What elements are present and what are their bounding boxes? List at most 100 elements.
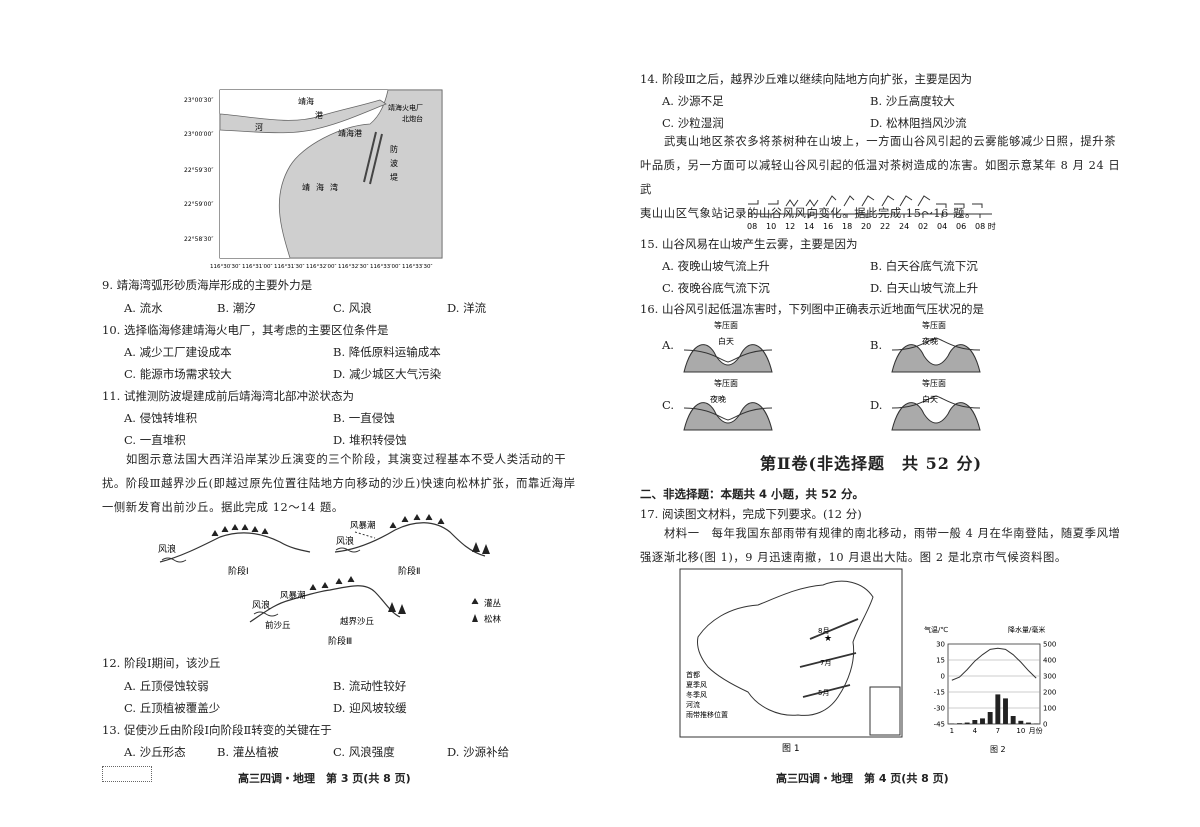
svg-text:松林: 松林 bbox=[484, 614, 502, 625]
q9-option-d[interactable]: D. 洋流 bbox=[447, 301, 487, 315]
right-tick-label: 0 bbox=[1043, 721, 1047, 729]
svg-text:图 1: 图 1 bbox=[782, 743, 800, 753]
svg-text:22: 22 bbox=[880, 222, 890, 231]
svg-text:防: 防 bbox=[390, 144, 398, 154]
svg-text:116°33′30″: 116°33′30″ bbox=[402, 264, 433, 270]
svg-text:22°59′30″: 22°59′30″ bbox=[184, 167, 214, 174]
svg-text:23°00′00″: 23°00′00″ bbox=[184, 131, 214, 138]
q14-option-c[interactable]: C. 沙粒湿润 bbox=[662, 116, 724, 130]
svg-text:靖: 靖 bbox=[302, 182, 310, 192]
q10-option-c[interactable]: C. 能源市场需求较大 bbox=[124, 367, 232, 381]
precip-bar bbox=[964, 722, 970, 724]
q16-option-b[interactable]: B. 等压面 夜晚 bbox=[870, 320, 990, 376]
svg-text:23°00′30″: 23°00′30″ bbox=[184, 97, 214, 104]
question-11: 11. 试推测防波堤建成前后靖海湾北部冲淤状态为 bbox=[102, 389, 354, 403]
q13-option-c[interactable]: C. 风浪强度 bbox=[333, 745, 395, 759]
q12-option-c[interactable]: C. 丘顶植被覆盖少 bbox=[124, 701, 221, 715]
section-ii-title: 第Ⅱ卷(非选择题 共 52 分) bbox=[760, 454, 983, 473]
left-tick-label: 0 bbox=[941, 673, 945, 681]
q14-option-a[interactable]: A. 沙源不足 bbox=[662, 94, 724, 108]
right-tick-label: 200 bbox=[1043, 689, 1056, 697]
q11-option-d[interactable]: D. 堆积转侵蚀 bbox=[333, 433, 407, 447]
svg-text:22°58′30″: 22°58′30″ bbox=[184, 236, 214, 243]
q13-option-b[interactable]: B. 灌丛植被 bbox=[217, 745, 279, 759]
material-12-14: 如图示意法国大西洋沿岸某沙丘演变的三个阶段，其演变过程基本不受人类活动的干 扰。… bbox=[102, 453, 576, 514]
svg-text:12: 12 bbox=[785, 222, 795, 231]
svg-text:白天: 白天 bbox=[718, 336, 734, 346]
svg-text:116°31′00″: 116°31′00″ bbox=[242, 264, 273, 270]
svg-text:河流: 河流 bbox=[686, 700, 700, 709]
svg-text:白天: 白天 bbox=[922, 394, 938, 404]
section-ii-subtitle: 二、非选择题：本题共 4 小题，共 52 分。 bbox=[640, 487, 865, 501]
svg-text:前沙丘: 前沙丘 bbox=[265, 620, 291, 631]
q15-option-a[interactable]: A. 夜晚山坡气流上升 bbox=[662, 259, 770, 273]
svg-text:14: 14 bbox=[804, 222, 814, 231]
wind-direction-chart: 08 10 12 14 16 18 20 22 24 02 04 06 08 时 bbox=[740, 192, 1000, 234]
svg-text:★: ★ bbox=[824, 634, 832, 644]
chart-ylabel-left: 气温/℃ bbox=[924, 625, 948, 634]
svg-text:5月: 5月 bbox=[818, 689, 829, 697]
chart-frame bbox=[947, 643, 1041, 725]
q11-option-c[interactable]: C. 一直堆积 bbox=[124, 433, 186, 447]
q13-option-a[interactable]: A. 沙丘形态 bbox=[124, 745, 186, 759]
precip-bar bbox=[972, 720, 978, 724]
q10-option-d[interactable]: D. 减少城区大气污染 bbox=[333, 367, 442, 381]
q10-option-b[interactable]: B. 降低原料运输成本 bbox=[333, 345, 441, 359]
x-tick-label: 7 bbox=[996, 727, 1000, 735]
svg-text:阶段Ⅰ: 阶段Ⅰ bbox=[228, 565, 249, 577]
svg-text:16: 16 bbox=[823, 222, 833, 231]
q11-option-a[interactable]: A. 侵蚀转堆积 bbox=[124, 411, 198, 425]
svg-text:116°32′00″: 116°32′00″ bbox=[306, 264, 337, 270]
temperature-line bbox=[951, 647, 1037, 681]
map-label: 靖海 bbox=[298, 96, 314, 106]
svg-text:等压面: 等压面 bbox=[922, 378, 946, 388]
svg-text:首都: 首都 bbox=[686, 670, 700, 679]
x-tick-label: 4 bbox=[973, 727, 978, 735]
svg-text:越界沙丘: 越界沙丘 bbox=[340, 616, 375, 627]
q12-option-d[interactable]: D. 迎风坡较缓 bbox=[333, 701, 407, 715]
svg-text:阶段Ⅱ: 阶段Ⅱ bbox=[398, 565, 420, 577]
q11-option-b[interactable]: B. 一直侵蚀 bbox=[333, 411, 395, 425]
svg-text:北炮台: 北炮台 bbox=[402, 114, 423, 123]
q10-option-a[interactable]: A. 减少工厂建设成本 bbox=[124, 345, 232, 359]
svg-text:等压面: 等压面 bbox=[714, 320, 738, 330]
q16-option-d[interactable]: D. 等压面 白天 bbox=[870, 378, 990, 434]
x-tick-label: 1 bbox=[950, 727, 954, 735]
left-tick-label: -15 bbox=[934, 689, 945, 697]
chart-caption: 图 2 bbox=[990, 745, 1006, 754]
precip-bar bbox=[1018, 720, 1024, 724]
score-box bbox=[102, 766, 152, 782]
q14-option-b[interactable]: B. 沙丘高度较大 bbox=[870, 94, 955, 108]
q9-option-a[interactable]: A. 流水 bbox=[124, 301, 163, 315]
q15-option-c[interactable]: C. 夜晚谷底气流下沉 bbox=[662, 281, 770, 295]
precip-bar bbox=[957, 723, 962, 724]
q12-option-b[interactable]: B. 流动性较好 bbox=[333, 679, 407, 693]
svg-text:116°33′00″: 116°33′00″ bbox=[370, 264, 401, 270]
question-17: 17. 阅读图文材料，完成下列要求。(12 分) bbox=[640, 507, 862, 521]
svg-text:波: 波 bbox=[390, 158, 398, 168]
question-13: 13. 促使沙丘由阶段Ⅰ向阶段Ⅱ转变的关键在于 bbox=[102, 723, 332, 737]
q16-option-a[interactable]: A. 等压面 白天 bbox=[662, 320, 782, 376]
svg-text:风暴潮: 风暴潮 bbox=[350, 520, 376, 531]
q15-option-b[interactable]: B. 白天谷底气流下沉 bbox=[870, 259, 978, 273]
chart-ylabel-right: 降水量/毫米 bbox=[1008, 625, 1045, 634]
left-tick-label: -30 bbox=[934, 705, 945, 713]
svg-text:等压面: 等压面 bbox=[922, 320, 946, 330]
svg-text:08: 08 bbox=[747, 222, 757, 231]
q9-option-b[interactable]: B. 潮汐 bbox=[217, 301, 256, 315]
svg-text:风暴潮: 风暴潮 bbox=[280, 590, 306, 601]
left-tick-label: 15 bbox=[936, 657, 945, 665]
question-14: 14. 阶段Ⅲ之后，越界沙丘难以继续向陆地方向扩张，主要是因为 bbox=[640, 72, 973, 86]
q13-option-d[interactable]: D. 沙源补给 bbox=[447, 745, 510, 759]
q14-option-d[interactable]: D. 松林阻挡风沙流 bbox=[870, 116, 967, 130]
q16-option-c[interactable]: C. 等压面 夜晚 bbox=[662, 378, 782, 434]
svg-text:22°59′00″: 22°59′00″ bbox=[184, 201, 214, 208]
svg-text:阶段Ⅲ: 阶段Ⅲ bbox=[328, 635, 352, 647]
q15-option-d[interactable]: D. 白天山坡气流上升 bbox=[870, 281, 979, 295]
q12-option-a[interactable]: A. 丘顶侵蚀较弱 bbox=[124, 679, 209, 693]
svg-text:堤: 堤 bbox=[390, 172, 398, 182]
svg-text:24: 24 bbox=[899, 222, 909, 231]
right-page-footer: 高三四调・地理 第 4 页(共 8 页) bbox=[776, 772, 949, 785]
q9-option-c[interactable]: C. 风浪 bbox=[333, 301, 372, 315]
